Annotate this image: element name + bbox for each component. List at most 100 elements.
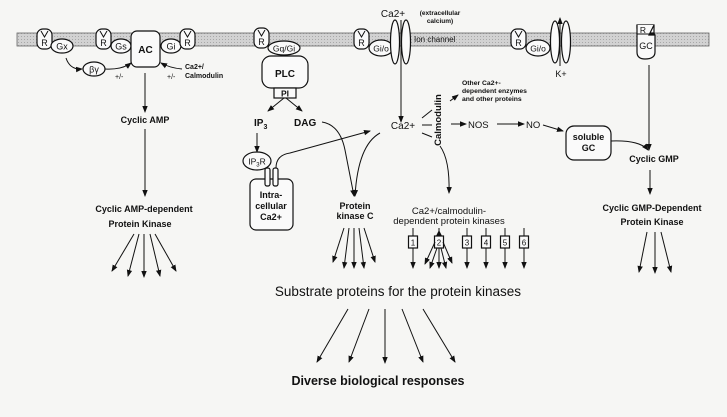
svg-text:R: R xyxy=(184,38,191,48)
camk-kinase-4: 4 xyxy=(480,228,492,269)
pkc-output-arrows xyxy=(332,227,376,269)
g-protein-gs: Gs xyxy=(110,38,132,54)
output-arrow xyxy=(149,233,162,277)
output-arrow xyxy=(401,308,424,363)
svg-text:cellular: cellular xyxy=(255,201,287,211)
camk-kinase-number: 3 xyxy=(465,239,470,248)
arrow-dag-to-pkc xyxy=(321,121,356,197)
svg-text:R: R xyxy=(41,38,48,48)
g-protein-gq: Gq/Gi xyxy=(267,40,301,56)
svg-text:GC: GC xyxy=(639,41,653,51)
arrow-to-other-enzymes xyxy=(449,94,459,102)
ca-calmodulin-label: Ca2+/ xyxy=(185,64,204,71)
pkc-label: kinase C xyxy=(336,211,374,221)
svg-text:Gi/o: Gi/o xyxy=(530,44,546,54)
arrow-betagamma-to-ac xyxy=(104,62,132,70)
cyclic-amp-label: Cyclic AMP xyxy=(121,115,170,125)
arrow-to-camk xyxy=(439,145,452,194)
intracellular-ca-label: Ca2+ xyxy=(391,121,415,132)
soluble-guanylyl-cyclase: soluble GC xyxy=(565,125,612,161)
output-arrow xyxy=(342,227,350,269)
plus-minus-label: +/- xyxy=(167,74,176,81)
extracellular-note: (extracellular xyxy=(420,10,461,17)
ip3-label: IP3 xyxy=(254,118,267,131)
receptor-gq: R xyxy=(253,27,270,49)
svg-text:IP3R: IP3R xyxy=(248,157,266,169)
other-enzymes-label: and other proteins xyxy=(462,96,522,103)
svg-text:PLC: PLC xyxy=(275,69,295,80)
camk-kinase-number: 5 xyxy=(503,239,508,248)
svg-text:R: R xyxy=(258,37,265,47)
output-arrow xyxy=(422,308,456,363)
camk-label: Ca2+/calmodulin- xyxy=(412,206,486,217)
camk-kinase-number: 6 xyxy=(522,239,527,248)
guanylyl-cyclase-receptor: R GC xyxy=(636,24,656,60)
calcium-ion-channel xyxy=(389,19,412,65)
svg-text:soluble: soluble xyxy=(573,132,605,142)
potassium-channel xyxy=(549,20,572,64)
arrow-sgc-to-cgmp xyxy=(610,140,649,151)
pkg-label: Protein Kinase xyxy=(620,217,683,227)
output-arrow xyxy=(424,241,436,265)
pka-label: Cyclic AMP-dependent xyxy=(95,204,192,214)
other-enzymes-label: dependent enzymes xyxy=(462,88,527,95)
svg-text:R: R xyxy=(100,38,107,48)
svg-text:GC: GC xyxy=(582,143,596,153)
extracellular-ca-label: Ca2+ xyxy=(381,9,405,20)
svg-text:βγ: βγ xyxy=(89,65,99,75)
receptor-gx: R xyxy=(36,28,53,50)
pka-label: Protein Kinase xyxy=(108,219,171,229)
arrow-gx-to-betagamma xyxy=(65,57,83,73)
pkg-output-arrows xyxy=(637,231,673,274)
camk-kinase-6: 6 xyxy=(518,228,530,269)
output-arrow xyxy=(111,233,135,272)
output-arrow xyxy=(154,233,177,272)
pkc-label: Protein xyxy=(339,201,370,211)
dag-label: DAG xyxy=(294,118,316,129)
pi-box: PI xyxy=(273,87,297,99)
ion-channel-label: Ion channel xyxy=(414,35,456,44)
ip3-receptor: IP3R xyxy=(242,151,272,171)
camk-kinase-5: 5 xyxy=(499,228,511,269)
substrate-proteins-label: Substrate proteins for the protein kinas… xyxy=(275,284,521,299)
arrow-pi-to-dag xyxy=(285,97,303,112)
cyclic-gmp-label: Cyclic GMP xyxy=(629,154,679,164)
phospholipase-c: PLC xyxy=(261,55,309,89)
arrow-pi-to-ip3 xyxy=(267,97,285,112)
g-protein-gio-2: Gi/o xyxy=(525,39,551,57)
arrow-store-to-ca xyxy=(275,129,371,169)
output-arrow xyxy=(358,227,366,269)
arrow-cacam-to-ac xyxy=(160,62,183,70)
nos-label: NOS xyxy=(468,120,489,131)
svg-text:PI: PI xyxy=(281,89,289,99)
calmodulin-connector xyxy=(421,132,433,138)
receptor-gs: R xyxy=(95,28,112,50)
beta-gamma-subunit: βγ xyxy=(82,61,106,77)
biological-responses-label: Diverse biological responses xyxy=(292,374,465,388)
pkg-label: Cyclic GMP-Dependent xyxy=(602,203,701,213)
calmodulin-label: Calmodulin xyxy=(433,94,444,146)
arrow-no-to-sgc xyxy=(542,124,564,132)
output-arrow xyxy=(440,247,448,269)
potassium-label: K+ xyxy=(555,69,566,79)
receptor-gio-2: R xyxy=(510,28,527,50)
receptor-gio-1: R xyxy=(353,28,370,50)
svg-text:Gx: Gx xyxy=(56,42,68,52)
no-label: NO xyxy=(526,120,540,131)
svg-text:Gi/o: Gi/o xyxy=(373,44,389,54)
extracellular-note: calcium) xyxy=(427,18,453,25)
camk-kinase-2: 2 xyxy=(424,228,453,269)
output-arrow xyxy=(126,233,140,277)
calmodulin-connector xyxy=(421,109,433,119)
g-protein-gio-1: Gi/o xyxy=(368,39,394,57)
camk-label: dependent protein kinases xyxy=(393,216,505,227)
arrow-ca-to-pkc xyxy=(352,132,381,197)
camk-kinase-number: 4 xyxy=(484,239,489,248)
svg-text:R: R xyxy=(358,38,365,48)
adenylyl-cyclase: AC xyxy=(130,30,161,68)
camk-kinase-3: 3 xyxy=(461,228,473,269)
receptor-gi: R xyxy=(179,28,196,50)
svg-text:Gs: Gs xyxy=(115,42,127,52)
output-arrow xyxy=(429,247,438,269)
